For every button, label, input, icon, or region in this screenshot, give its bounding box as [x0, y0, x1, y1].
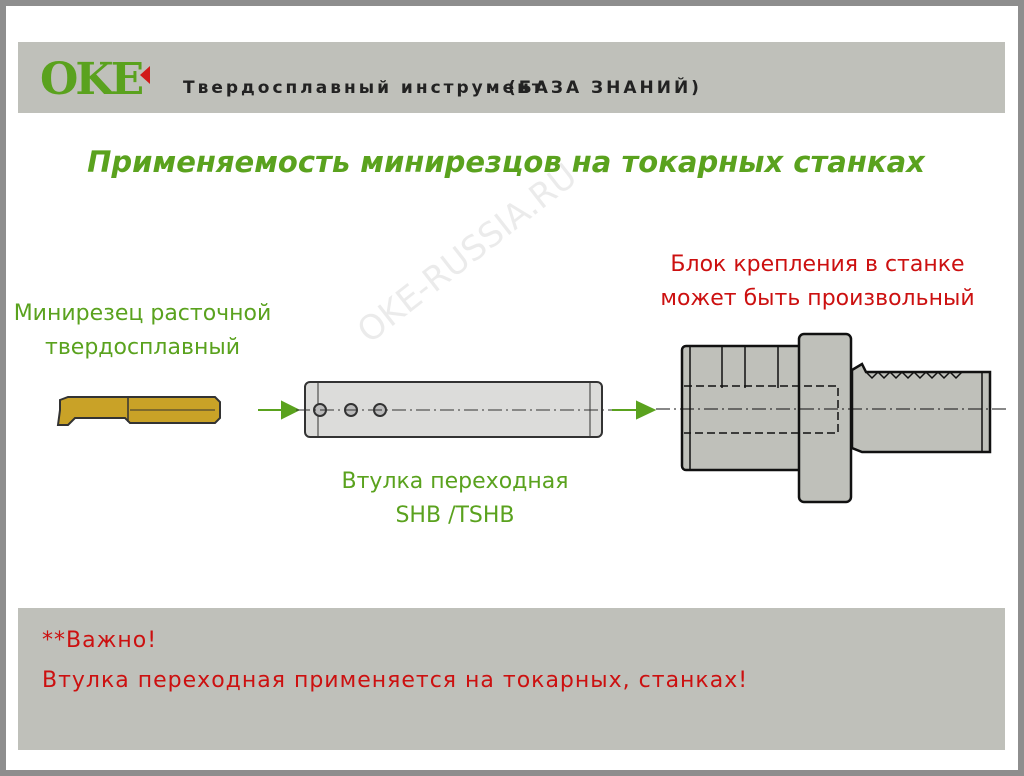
- cutter-label-line2: твердосплавный: [45, 335, 240, 360]
- note-heading: **Важно!: [42, 628, 158, 653]
- block-label-line1: Блок крепления в станке: [670, 252, 965, 277]
- cutter-label: Минирезец расточной твердосплавный: [5, 297, 280, 365]
- sleeve-label-line1: Втулка переходная: [341, 469, 569, 494]
- logo: OKE: [40, 54, 144, 105]
- arrow-2: [612, 400, 657, 420]
- block-label-line2: может быть произвольный: [660, 286, 975, 311]
- sleeve-drawing: [296, 381, 612, 438]
- block-label: Блок крепления в станке может быть произ…: [630, 248, 1005, 316]
- slide-title: Применяемость минирезцов на токарных ста…: [87, 145, 925, 179]
- important-note: **Важно! Втулка переходная применяется н…: [18, 608, 1005, 750]
- sleeve-label: Втулка переходная SHB /TSHB: [305, 465, 605, 533]
- header-subtitle: Твердосплавный инструмент: [183, 78, 545, 98]
- note-text: Втулка переходная применяется на токарны…: [42, 668, 749, 693]
- arrow-1: [258, 400, 301, 420]
- header-bar: OKE Твердосплавный инструмент (БАЗА ЗНАН…: [18, 42, 1005, 113]
- logo-mark-icon: [140, 66, 150, 84]
- mini-cutter-drawing: [56, 396, 221, 426]
- holder-block-drawing: [656, 332, 1010, 504]
- sleeve-label-line2: SHB /TSHB: [395, 503, 515, 528]
- header-section: (БАЗА ЗНАНИЙ): [508, 78, 702, 98]
- cutter-label-line1: Минирезец расточной: [13, 301, 272, 326]
